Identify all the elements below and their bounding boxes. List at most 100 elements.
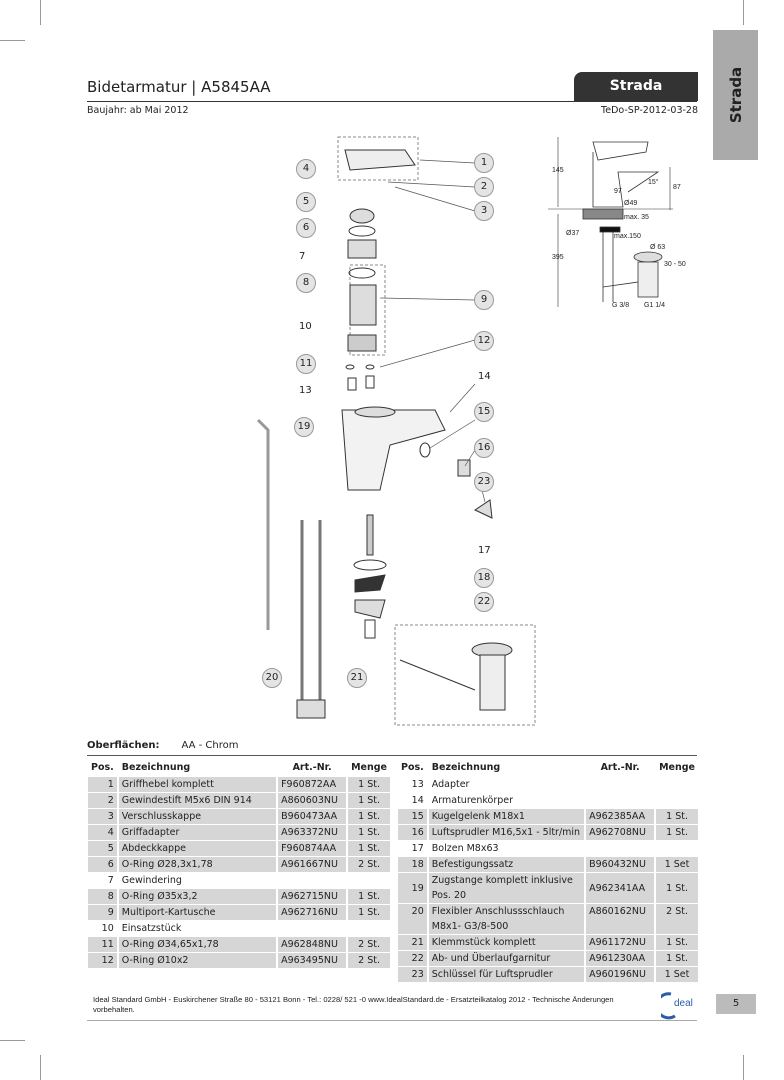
cell-name: Armaturenkörper bbox=[431, 795, 514, 806]
crop-mark bbox=[743, 0, 744, 25]
surfaces-label: Oberflächen: bbox=[87, 740, 160, 751]
cell-art: A962708NU bbox=[586, 825, 655, 840]
dimension-drawing bbox=[548, 137, 673, 307]
cell-name: Abdeckkappe bbox=[118, 841, 277, 856]
cell-art: A961230AA bbox=[586, 951, 655, 966]
cell-qty: 2 St. bbox=[348, 937, 390, 952]
cell-art: A962385AA bbox=[586, 809, 655, 824]
cell-pos: 8 bbox=[88, 889, 117, 904]
cell-art: F960872AA bbox=[278, 777, 347, 792]
cell-name: O-Ring Ø34,65x1,78 bbox=[118, 937, 277, 952]
callout-7: 7 bbox=[299, 251, 306, 262]
callout-6: 6 bbox=[296, 218, 316, 238]
cell-name: Kugelgelenk M18x1 bbox=[428, 809, 585, 824]
cell-qty: 1 Set bbox=[656, 967, 698, 982]
cell-qty: 1 St. bbox=[656, 935, 698, 950]
callout-14: 14 bbox=[478, 371, 491, 382]
surfaces-value: AA - Chrom bbox=[181, 740, 239, 751]
cell-name: O-Ring Ø10x2 bbox=[118, 953, 277, 968]
surfaces-divider bbox=[87, 755, 697, 756]
cell-art: B960473AA bbox=[278, 809, 347, 824]
cell-qty: 2 St. bbox=[348, 953, 390, 968]
cell-name: Luftsprudler M16,5x1 - 5ltr/min bbox=[428, 825, 585, 840]
cell-pos: 23 bbox=[398, 967, 427, 982]
callout-4: 4 bbox=[296, 159, 316, 179]
callout-12: 12 bbox=[474, 331, 494, 351]
cell-pos: 7 bbox=[107, 875, 114, 886]
cell-qty: 1 St. bbox=[348, 793, 390, 808]
cell-art: A962716NU bbox=[278, 905, 347, 920]
callout-17: 17 bbox=[478, 545, 491, 556]
dimension-label: Ø37 bbox=[566, 230, 580, 237]
svg-text:deal: deal bbox=[674, 998, 693, 1009]
cell-qty: 2 St. bbox=[348, 857, 390, 872]
cell-pos: 5 bbox=[88, 841, 117, 856]
cell-art: A962848NU bbox=[278, 937, 347, 952]
cell-qty: 1 Set bbox=[656, 857, 698, 872]
callout-23: 23 bbox=[474, 472, 494, 492]
cell-art bbox=[278, 873, 346, 888]
cell-pos: 10 bbox=[101, 923, 114, 934]
cell-art: A860603NU bbox=[278, 793, 347, 808]
cell-name: Einsatzstück bbox=[121, 923, 182, 934]
cell-pos: 12 bbox=[88, 953, 117, 968]
column-header-qty: Menge bbox=[351, 762, 387, 773]
cell-name: Zugstange komplett inklusive Pos. 20 bbox=[428, 873, 585, 903]
crop-mark bbox=[0, 40, 25, 41]
column-header-pos: Pos. bbox=[401, 762, 424, 773]
cell-art: A860162NU bbox=[586, 904, 655, 934]
callout-19: 19 bbox=[294, 417, 314, 437]
cell-art: A963372NU bbox=[278, 825, 347, 840]
cell-art bbox=[586, 841, 654, 856]
dimension-label: 145 bbox=[552, 167, 564, 174]
dimension-label: 395 bbox=[552, 254, 564, 261]
cell-pos: 4 bbox=[88, 825, 117, 840]
cell-pos: 17 bbox=[411, 843, 424, 854]
callout-13: 13 bbox=[299, 385, 312, 396]
cell-qty: 1 St. bbox=[348, 809, 390, 824]
cell-qty: 1 St. bbox=[656, 809, 698, 824]
dimension-label: max. 35 bbox=[624, 214, 649, 221]
cell-art bbox=[586, 793, 654, 808]
page-number: 5 bbox=[716, 994, 756, 1014]
callout-10: 10 bbox=[299, 321, 312, 332]
cell-qty: 1 St. bbox=[348, 889, 390, 904]
side-tab-label: Strada bbox=[726, 66, 745, 124]
cell-pos: 9 bbox=[88, 905, 117, 920]
callout-2: 2 bbox=[474, 177, 494, 197]
cell-name: Griffadapter bbox=[118, 825, 277, 840]
cell-art bbox=[586, 777, 654, 792]
cell-pos: 6 bbox=[88, 857, 117, 872]
dimension-label: 87 bbox=[673, 184, 681, 191]
dimension-label: G 3/8 bbox=[612, 302, 630, 309]
callout-8: 8 bbox=[296, 273, 316, 293]
cell-pos: 13 bbox=[411, 779, 424, 790]
cell-art bbox=[278, 921, 346, 936]
surfaces: Oberflächen: AA - Chrom bbox=[87, 740, 238, 751]
table-row: 17 Bolzen M8x63 bbox=[398, 841, 698, 856]
cell-name: Bolzen M8x63 bbox=[431, 843, 499, 854]
cell-pos: 18 bbox=[398, 857, 427, 872]
cell-art: B960432NU bbox=[586, 857, 655, 872]
series-badge: Strada bbox=[574, 72, 698, 101]
cell-qty: 1 St. bbox=[656, 825, 698, 840]
cell-pos: 20 bbox=[398, 904, 427, 934]
cell-pos: 11 bbox=[88, 937, 117, 952]
callout-11: 11 bbox=[296, 354, 316, 374]
column-header-pos: Pos. bbox=[91, 762, 114, 773]
callout-9: 9 bbox=[474, 290, 494, 310]
build-year: Baujahr: ab Mai 2012 bbox=[87, 105, 189, 116]
dimension-label: Ø49 bbox=[624, 200, 638, 207]
cell-pos: 15 bbox=[398, 809, 427, 824]
